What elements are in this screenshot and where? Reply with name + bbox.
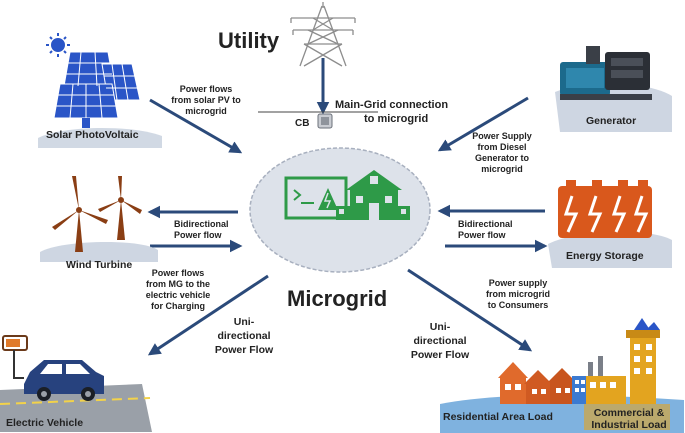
city-buildings-icon: [498, 318, 660, 404]
ev-name: Electric Vehicle: [6, 417, 83, 429]
svg-text:Power Flow: Power Flow: [411, 349, 470, 361]
svg-text:electric vehicle: electric vehicle: [146, 290, 211, 300]
commercial-name-line1: Commercial &: [594, 407, 665, 419]
commercial-name-line2: Industrial Load: [591, 419, 666, 431]
consumers-uni-text: Uni- directional Power Flow: [411, 321, 470, 361]
svg-text:directional: directional: [413, 335, 466, 347]
svg-text:Power flows: Power flows: [152, 268, 205, 278]
storage-ground: [548, 231, 672, 268]
flow-arrows: [147, 58, 548, 356]
sun-icon: [46, 33, 70, 57]
svg-text:from microgrid: from microgrid: [486, 289, 550, 299]
wind-flow-text: Bidirectional Power flow: [174, 219, 229, 240]
diesel-generator-icon: [560, 46, 652, 100]
arrow-microgrid-to-consumers: [407, 268, 533, 352]
svg-text:to Consumers: to Consumers: [488, 300, 549, 310]
svg-text:microgrid: microgrid: [185, 106, 227, 116]
wind-ground: [40, 241, 158, 262]
wind-name: Wind Turbine: [66, 259, 132, 271]
svg-text:Power Supply: Power Supply: [472, 131, 532, 141]
svg-text:from solar PV to: from solar PV to: [171, 95, 241, 105]
svg-text:for Charging: for Charging: [151, 301, 205, 311]
ev-uni-text: Uni- directional Power Flow: [215, 316, 274, 356]
electric-car-icon: [24, 360, 104, 401]
main-grid-connection-line1: Main-Grid connection: [335, 99, 448, 111]
svg-text:Uni-: Uni-: [234, 316, 255, 328]
circuit-breaker-icon: [317, 113, 333, 129]
arrow-microgrid-to-ev: [147, 274, 269, 356]
wind-turbine-icon: [52, 176, 142, 252]
svg-text:Bidirectional: Bidirectional: [174, 219, 229, 229]
svg-text:microgrid: microgrid: [481, 164, 523, 174]
ev-flow-text: Power flows from MG to the electric vehi…: [146, 268, 211, 311]
generator-flow-text: Power Supply from Diesel Generator to mi…: [472, 131, 532, 174]
storage-flow-text: Bidirectional Power flow: [458, 219, 513, 240]
solar-name: Solar PhotoVoltaic: [46, 129, 139, 141]
svg-text:Generator to: Generator to: [475, 153, 530, 163]
commercial-label-box: [584, 404, 670, 430]
solar-ground: [38, 127, 162, 148]
microgrid-title: Microgrid: [287, 286, 387, 311]
svg-text:from Diesel: from Diesel: [477, 142, 526, 152]
svg-text:Uni-: Uni-: [430, 321, 451, 333]
arrow-solar-to-microgrid: [149, 98, 243, 154]
svg-text:Power flows: Power flows: [180, 84, 233, 94]
road-marking: [0, 397, 151, 405]
rooftop-solar-icon: [634, 318, 660, 330]
svg-text:Bidirectional: Bidirectional: [458, 219, 513, 229]
cb-label: CB: [295, 118, 309, 129]
svg-text:from MG to the: from MG to the: [146, 279, 210, 289]
storage-name: Energy Storage: [566, 250, 644, 262]
svg-text:Power supply: Power supply: [489, 278, 548, 288]
main-grid-connection-line2: to microgrid: [364, 113, 428, 125]
consumers-flow-text: Power supply from microgrid to Consumers: [486, 278, 550, 310]
svg-text:Power flow: Power flow: [458, 230, 507, 240]
solar-panel-icon: [46, 33, 141, 128]
svg-text:Power flow: Power flow: [174, 230, 223, 240]
arrow-generator-to-microgrid: [437, 96, 529, 152]
ev-charger-icon: [2, 335, 28, 379]
transmission-tower-icon: [290, 2, 356, 67]
generator-name: Generator: [586, 115, 636, 127]
utility-title: Utility: [218, 28, 280, 53]
solar-flow-text: Power flows from solar PV to microgrid: [171, 84, 241, 116]
microgrid-control-building-icon: [284, 170, 410, 220]
battery-storage-icon: [558, 180, 652, 238]
svg-text:Power Flow: Power Flow: [215, 344, 274, 356]
svg-text:directional: directional: [217, 330, 270, 342]
residential-name: Residential Area Load: [443, 411, 553, 423]
